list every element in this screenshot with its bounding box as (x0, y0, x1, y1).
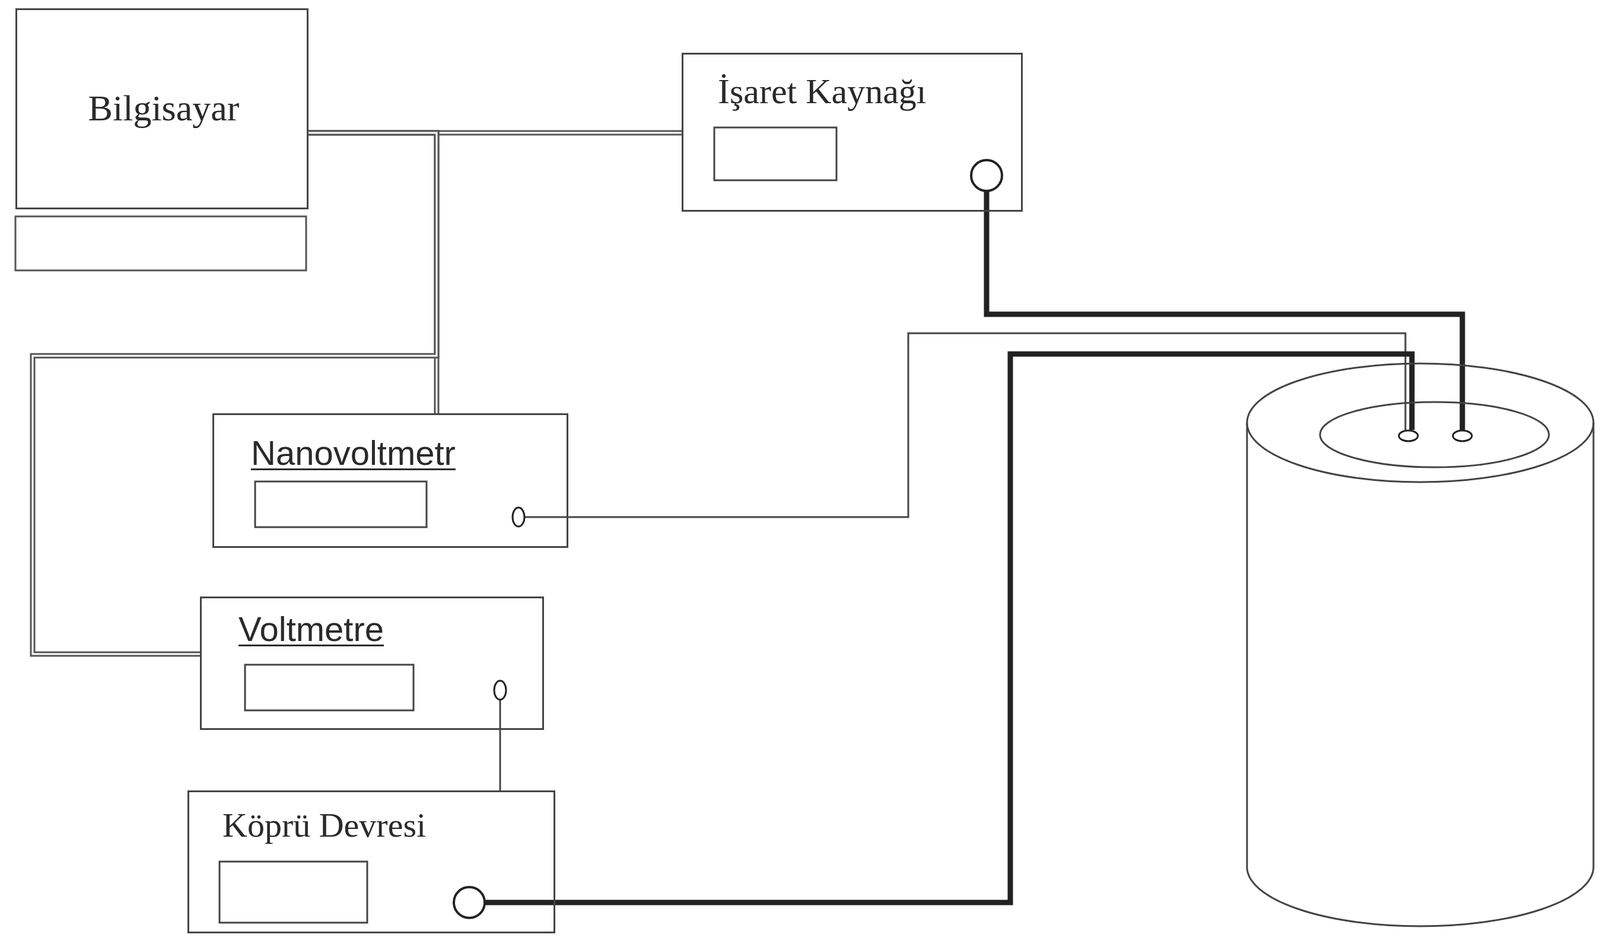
node-label: Bilgisayar (88, 87, 240, 130)
display (219, 861, 368, 924)
keyboard-base (15, 216, 307, 271)
instrument-box: Voltmetre (199, 596, 545, 731)
display (714, 127, 837, 181)
bridge-wire (484, 354, 1412, 903)
port (512, 507, 525, 527)
computer-box: Bilgisayar (15, 8, 309, 210)
instrument-box: Nanovoltmetr (212, 413, 569, 549)
cryostat (1247, 363, 1594, 927)
instrument-box: İşaret Kaynağı (681, 52, 1023, 212)
port (494, 681, 507, 701)
port (971, 160, 1003, 192)
signal-wire (986, 191, 1463, 431)
node-label: Voltmetre (238, 609, 384, 650)
display (245, 665, 414, 711)
node-label: Köprü Devresi (222, 805, 426, 846)
display (255, 481, 427, 528)
wire (499, 700, 502, 731)
cable (500, 730, 501, 791)
node-label: Nanovoltmetr (250, 433, 456, 473)
node-label: İşaret Kaynağı (717, 71, 927, 113)
port (453, 887, 485, 919)
cable (32, 132, 437, 655)
cable (308, 132, 437, 414)
instrument-box: Köprü Devresi (187, 790, 556, 934)
measure-wire (524, 333, 1406, 518)
